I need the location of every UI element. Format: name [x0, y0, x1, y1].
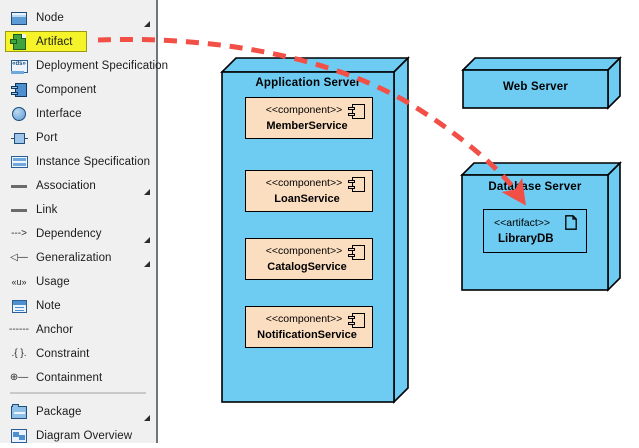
artifact-librarydb[interactable]: <<artifact>> LibraryDB — [483, 209, 587, 253]
palette-item-diagram-overview[interactable]: Diagram Overview — [0, 424, 156, 448]
palette-item-node[interactable]: Node — [0, 6, 156, 30]
palette-item-package[interactable]: Package — [0, 400, 156, 424]
note-icon — [10, 297, 28, 315]
palette-item-port[interactable]: Port — [0, 126, 156, 150]
node-title: Application Server — [255, 77, 361, 89]
palette-item-containment[interactable]: ⊕— Containment — [0, 366, 156, 390]
diagram-overview-icon — [10, 427, 28, 445]
palette-item-label: Link — [36, 204, 58, 216]
containment-circle-plus-icon: ⊕— — [9, 372, 29, 383]
expand-triangle-icon[interactable] — [144, 415, 150, 421]
palette-item-instance-specification[interactable]: Instance Specification — [0, 150, 156, 174]
association-line-icon — [10, 177, 28, 195]
deployment-specification-icon: «ds» — [10, 57, 28, 75]
palette-item-dependency[interactable]: ---> Dependency — [0, 222, 156, 246]
expand-triangle-icon[interactable] — [144, 261, 150, 267]
palette-item-component[interactable]: Component — [0, 78, 156, 102]
palette-item-label: Interface — [36, 108, 82, 120]
palette-item-constraint[interactable]: .{ }. Constraint — [0, 342, 156, 366]
palette-item-interface[interactable]: Interface — [0, 102, 156, 126]
palette-item-label: Containment — [36, 372, 103, 384]
palette-item-label: Deployment Specification — [36, 60, 169, 72]
interface-icon — [10, 105, 28, 123]
palette-item-label: Note — [36, 300, 61, 312]
component-icon — [348, 177, 365, 192]
component-catalogservice[interactable]: <<component>> CatalogService — [245, 238, 373, 280]
node-title: Web Server — [502, 81, 569, 93]
component-icon — [348, 313, 365, 328]
component-name: NotificationService — [257, 329, 357, 341]
palette-item-label: Node — [36, 12, 64, 24]
palette-item-label: Dependency — [36, 228, 102, 240]
palette-item-association[interactable]: Association — [0, 174, 156, 198]
palette-sidebar: Node Artifact «ds» Deployment Specificat… — [0, 0, 168, 443]
expand-triangle-icon[interactable] — [144, 21, 150, 27]
component-name: MemberService — [266, 120, 348, 132]
diagram-canvas[interactable]: Application Server <<component>> MemberS… — [160, 0, 639, 443]
artifact-stereotype: <<artifact>> — [494, 217, 551, 229]
selection-highlight — [5, 31, 87, 52]
palette-item-artifact[interactable]: Artifact — [0, 30, 156, 54]
artifact-icon — [9, 33, 28, 51]
usage-icon: «u» — [11, 276, 27, 287]
palette-item-label: Component — [36, 84, 97, 96]
palette-item-generalization[interactable]: ◁— Generalization — [0, 246, 156, 270]
link-line-icon — [10, 201, 28, 219]
instance-specification-icon — [10, 153, 28, 171]
component-loanservice[interactable]: <<component>> LoanService — [245, 170, 373, 212]
component-name: CatalogService — [267, 261, 347, 273]
component-icon — [348, 104, 365, 119]
palette-item-label: Constraint — [36, 348, 90, 360]
component-name: LoanService — [274, 193, 340, 205]
palette-item-label: Package — [36, 406, 82, 418]
component-icon — [10, 81, 28, 99]
constraint-braces-icon: .{ }. — [11, 348, 27, 359]
palette-item-note[interactable]: Note — [0, 294, 156, 318]
generalization-arrow-icon: ◁— — [10, 252, 28, 263]
palette-item-deployment-specification[interactable]: «ds» Deployment Specification — [0, 54, 168, 78]
artifact-name: LibraryDB — [498, 233, 554, 245]
node-web-server[interactable]: Web Server — [461, 56, 622, 110]
palette-item-label: Artifact — [36, 36, 73, 48]
palette-item-label: Usage — [36, 276, 70, 288]
palette-item-label: Anchor — [36, 324, 74, 336]
node-icon — [10, 9, 28, 27]
palette-item-label: Diagram Overview — [36, 430, 133, 442]
palette-item-link[interactable]: Link — [0, 198, 156, 222]
document-page-icon — [565, 215, 577, 230]
dependency-arrow-icon: ---> — [11, 228, 27, 239]
component-stereotype: <<component>> — [265, 245, 343, 257]
node-title: Database Server — [488, 181, 582, 193]
palette-item-anchor[interactable]: ------ Anchor — [0, 318, 156, 342]
component-notificationservice[interactable]: <<component>> NotificationService — [245, 306, 373, 348]
package-icon — [10, 403, 28, 421]
component-icon — [348, 245, 365, 260]
component-stereotype: <<component>> — [265, 313, 343, 325]
anchor-dotted-line-icon: ------ — [9, 324, 29, 335]
palette-item-usage[interactable]: «u» Usage — [0, 270, 156, 294]
port-icon — [10, 129, 28, 147]
palette-separator — [10, 392, 146, 394]
palette-item-label: Generalization — [36, 252, 112, 264]
palette-item-label: Instance Specification — [36, 156, 151, 168]
palette-item-label: Association — [36, 180, 96, 192]
expand-triangle-icon[interactable] — [144, 237, 150, 243]
component-memberservice[interactable]: <<component>> MemberService — [245, 97, 373, 139]
expand-triangle-icon[interactable] — [144, 189, 150, 195]
palette-item-label: Port — [36, 132, 58, 144]
